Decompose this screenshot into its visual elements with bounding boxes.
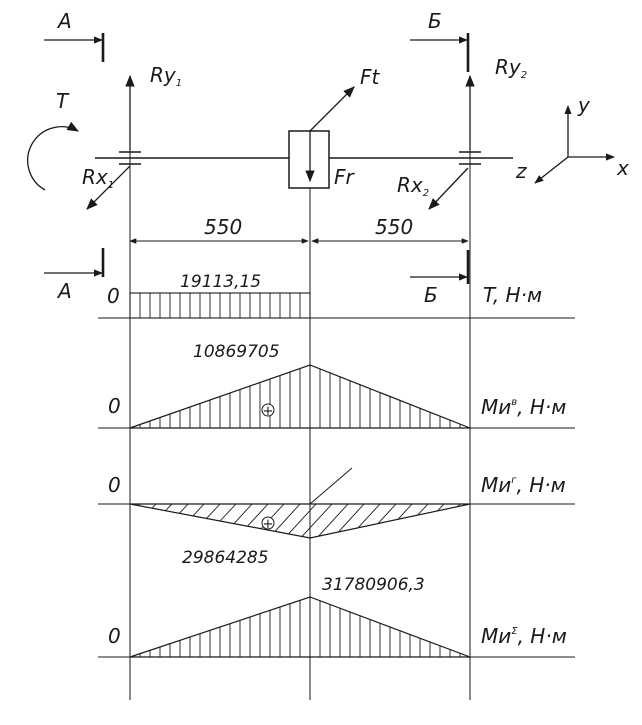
- mv-value: 10869705: [193, 342, 280, 362]
- mv-sign-circle: [261, 403, 275, 417]
- mh-hatching: [138, 503, 461, 537]
- mh-sign: +: [263, 517, 274, 532]
- mt-zero: 0: [108, 624, 121, 648]
- mh-hatch-line: [165, 503, 173, 512]
- section-a-bottom-label: А: [56, 279, 72, 303]
- mh-hatch-line: [377, 503, 397, 524]
- moment-vertical-diagram: + 0 10869705 Mив, Н·м: [98, 342, 575, 429]
- mh-hatch-line: [151, 503, 157, 509]
- mt-hatching: [139, 597, 461, 657]
- x-axis-label: x: [616, 156, 629, 180]
- ft-label: Ft: [360, 65, 381, 89]
- mh-leader-line: [309, 467, 353, 505]
- mh-hatch-line: [338, 503, 365, 533]
- torque-arrow: [27, 121, 80, 191]
- coordinate-axes: y x z: [515, 93, 629, 184]
- left-span-label: 550: [204, 215, 242, 239]
- mh-hatch-line: [357, 503, 381, 529]
- mh-hatch-line: [288, 503, 317, 535]
- mh-hatch-line: [274, 503, 301, 532]
- shaft-scheme: Ry1 Ry2 Rx1 Rx2 Ft Fr T: [27, 55, 527, 210]
- section-b-top-label: Б: [428, 9, 442, 33]
- mh-zero: 0: [108, 473, 121, 497]
- fr-label: Fr: [334, 165, 356, 189]
- mh-value: 29864285: [182, 548, 269, 568]
- mv-zero: 0: [108, 394, 121, 418]
- z-axis-label: z: [515, 159, 527, 183]
- mh-hatch-line: [437, 503, 445, 512]
- mh-hatch-line: [206, 503, 221, 519]
- z-axis-arrow: [534, 156, 569, 184]
- rx1-label: Rx1: [82, 165, 114, 191]
- mv-axis-label: Mив, Н·м: [481, 395, 566, 419]
- torque-label: T: [56, 89, 70, 113]
- mh-hatch-line: [301, 503, 333, 537]
- torque-diagram: 0 19113,15 T, Н·м: [98, 272, 575, 319]
- torque-axis-label: T, Н·м: [483, 283, 542, 307]
- mh-hatch-line: [397, 503, 413, 520]
- mh-hatch-line: [457, 503, 461, 507]
- ry1-label: Ry1: [150, 63, 182, 89]
- mh-hatch-line: [138, 503, 141, 506]
- torque-hatching: [139, 293, 301, 318]
- mh-hatch-line: [192, 503, 205, 517]
- dimension-line: 550 550: [129, 215, 469, 244]
- mh-hatch-line: [233, 503, 253, 524]
- section-b-bottom-label: Б: [424, 283, 438, 307]
- mv-hatching: [139, 365, 461, 428]
- mh-axis-label: Mиг, Н·м: [481, 473, 566, 497]
- mv-sign: +: [263, 404, 274, 419]
- mh-hatch-line: [318, 503, 349, 537]
- ft-arrow: [309, 86, 355, 132]
- mh-hatch-line: [417, 503, 429, 516]
- moment-total-diagram: 0 31780906,3 MиΣ, Н·м: [98, 575, 575, 658]
- right-span-label: 550: [375, 215, 413, 239]
- section-marks: А А Б Б: [44, 9, 470, 307]
- rx2-arrow: [428, 167, 469, 210]
- mh-hatch-line: [219, 503, 237, 522]
- gear-body: [288, 130, 330, 189]
- mt-value: 31780906,3: [322, 575, 425, 595]
- rx2-label: Rx2: [397, 173, 429, 199]
- ry2-label: Ry2: [495, 55, 527, 81]
- mh-hatch-line: [179, 503, 189, 514]
- mh-sign-circle: [261, 516, 275, 530]
- y-axis-label: y: [577, 93, 591, 117]
- mt-axis-label: MиΣ, Н·м: [481, 624, 567, 648]
- torque-value: 19113,15: [180, 272, 261, 292]
- mh-hatch-line: [247, 503, 269, 527]
- rx1-arrow: [86, 165, 131, 210]
- torque-zero: 0: [107, 284, 120, 308]
- moment-horizontal-diagram: + 0 29864285 Mиг, Н·м: [98, 467, 575, 568]
- section-a-top-label: А: [56, 9, 72, 33]
